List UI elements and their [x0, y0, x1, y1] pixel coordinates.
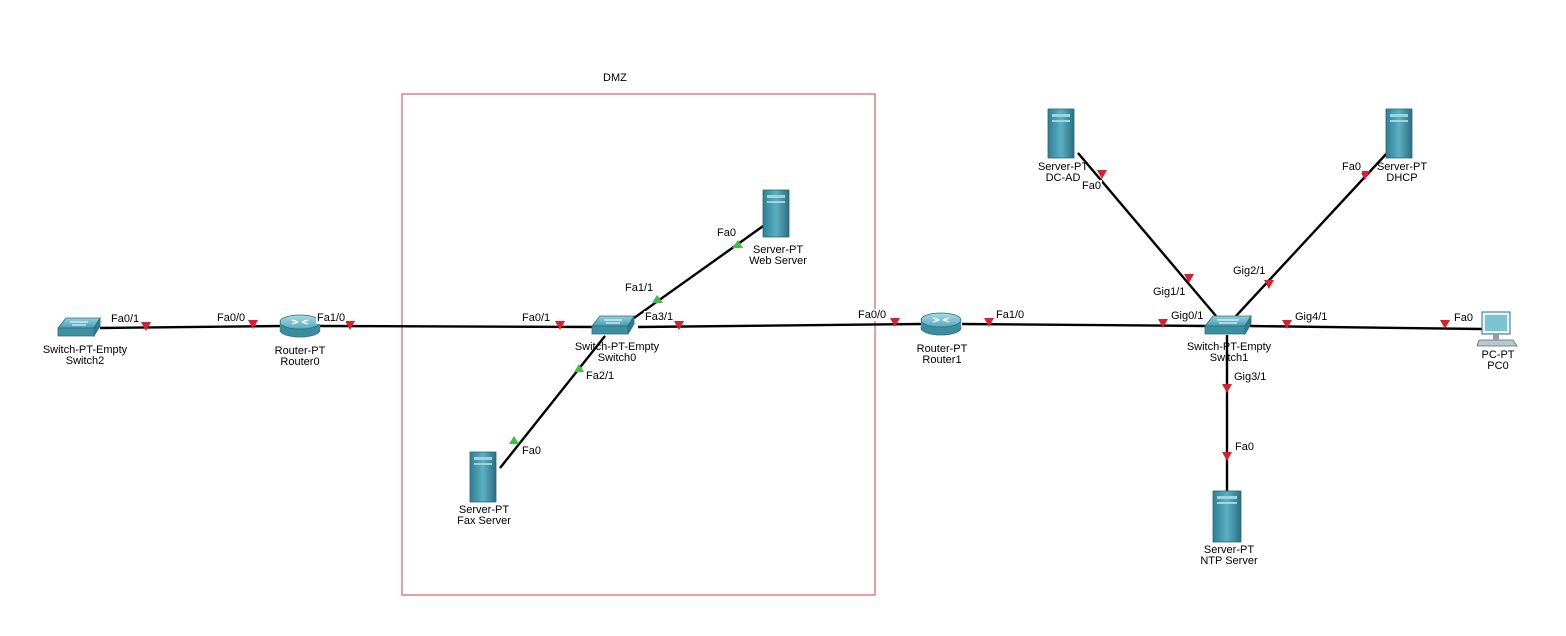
router-icon[interactable]	[920, 312, 962, 336]
port-down-indicator	[890, 318, 900, 327]
device-name: Switch0	[597, 352, 637, 364]
port-label: Gig2/1	[1232, 265, 1267, 277]
switch-icon[interactable]	[57, 316, 101, 338]
port-down-indicator	[1440, 320, 1450, 329]
device-name: DC-AD	[1045, 172, 1081, 184]
device-name: Web Server	[749, 255, 807, 267]
router-icon[interactable]	[279, 314, 321, 338]
port-indicators	[141, 170, 1450, 461]
link-switch1-dhcp[interactable]	[1235, 151, 1389, 317]
port-label: Fa0	[1341, 161, 1362, 173]
port-down-indicator	[345, 321, 355, 330]
device-name: Switch2	[65, 355, 105, 367]
port-label: Gig0/1	[1170, 310, 1205, 322]
port-down-indicator	[674, 321, 684, 330]
device-label-switch1[interactable]: Switch-PT-Empty Switch1	[1187, 342, 1271, 364]
server-icon[interactable]	[1212, 490, 1242, 543]
link-switch1-pc0[interactable]	[1249, 324, 1483, 331]
dmz-area-border[interactable]	[401, 93, 876, 596]
link-switch1-dcad[interactable]	[1077, 152, 1217, 317]
server-icon[interactable]	[1047, 108, 1075, 159]
server-icon[interactable]	[762, 189, 790, 238]
server-icon[interactable]	[1385, 108, 1413, 159]
switch-icon[interactable]	[1204, 314, 1252, 336]
pc-icon[interactable]	[1476, 311, 1518, 347]
device-type: Switch-PT-Empty	[574, 341, 660, 353]
device-type: Server-PT	[1037, 161, 1089, 173]
port-up-indicator	[652, 295, 663, 303]
port-down-indicator	[984, 318, 994, 327]
port-down-indicator	[248, 320, 258, 329]
device-type: Server-PT	[458, 504, 510, 516]
port-down-indicator	[1222, 384, 1232, 393]
device-name: DHCP	[1386, 172, 1418, 184]
device-label-dc-ad[interactable]: Server-PT DC-AD	[1038, 162, 1088, 184]
device-type: PC-PT	[1481, 349, 1515, 361]
device-type: Server-PT	[1376, 161, 1428, 173]
switch-icon[interactable]	[591, 314, 635, 336]
server-icon[interactable]	[469, 451, 497, 503]
port-label: Fa3/1	[644, 311, 675, 323]
link-router1-switch1[interactable]	[961, 322, 1208, 328]
port-down-indicator	[1264, 280, 1274, 289]
device-label-fax-server[interactable]: Server-PT Fax Server	[457, 505, 511, 527]
device-label-pc0[interactable]: PC-PT PC0	[1482, 350, 1515, 372]
dmz-area-label: DMZ	[603, 72, 627, 84]
device-label-switch0[interactable]: Switch-PT-Empty Switch0	[575, 342, 659, 364]
port-label: Fa1/1	[624, 282, 655, 294]
device-label-ntp-server[interactable]: Server-PT NTP Server	[1200, 545, 1257, 567]
device-name: Router1	[922, 354, 962, 366]
port-down-indicator	[1360, 171, 1370, 180]
port-up-indicator	[574, 364, 584, 372]
port-label: Fa0	[716, 227, 737, 239]
device-name: NTP Server	[1200, 555, 1258, 567]
port-label: Fa2/1	[585, 370, 616, 382]
port-label: Fa0/0	[857, 309, 888, 321]
port-label: Fa0/1	[110, 313, 141, 325]
port-down-indicator	[1097, 170, 1107, 179]
device-type: Router-PT	[274, 345, 326, 357]
link-switch0-webserver[interactable]	[633, 223, 767, 319]
port-label: Fa1/0	[316, 312, 347, 324]
port-down-indicator	[555, 321, 565, 330]
device-type: Switch-PT-Empty	[1186, 341, 1272, 353]
port-label: Fa1/0	[995, 309, 1026, 321]
port-label: Gig3/1	[1233, 371, 1268, 383]
port-up-indicator	[732, 240, 743, 248]
device-type: Switch-PT-Empty	[42, 344, 128, 356]
device-name: PC0	[1487, 360, 1509, 372]
port-label: Fa0	[521, 445, 542, 457]
link-switch2-router0[interactable]	[99, 324, 281, 330]
device-label-web-server[interactable]: Server-PT Web Server	[749, 245, 807, 267]
port-label: Fa0	[1234, 441, 1255, 453]
device-name: Fax Server	[457, 515, 511, 527]
link-switch0-faxserver[interactable]	[499, 335, 606, 469]
port-down-indicator	[1282, 320, 1292, 329]
device-type: Router-PT	[916, 343, 968, 355]
link-router0-switch0[interactable]	[319, 324, 597, 329]
port-down-indicator	[1222, 452, 1232, 461]
port-label: Fa0/0	[216, 312, 247, 324]
port-up-indicator	[509, 436, 519, 444]
device-name: Router0	[280, 356, 320, 368]
device-label-switch2[interactable]: Switch-PT-Empty Switch2	[43, 345, 127, 367]
port-down-indicator	[141, 322, 151, 331]
device-type: Server-PT	[1203, 544, 1255, 556]
port-label: Fa0	[1453, 312, 1474, 324]
port-label: Gig4/1	[1294, 311, 1329, 323]
link-switch0-router1[interactable]	[637, 322, 923, 329]
port-label: Fa0/1	[521, 312, 552, 324]
device-label-router0[interactable]: Router-PT Router0	[275, 346, 326, 368]
port-label: Gig1/1	[1152, 286, 1187, 298]
device-name: Switch1	[1209, 352, 1249, 364]
device-label-dhcp[interactable]: Server-PT DHCP	[1377, 162, 1427, 184]
device-label-router1[interactable]: Router-PT Router1	[917, 344, 968, 366]
port-down-indicator	[1158, 319, 1168, 328]
port-down-indicator	[1184, 274, 1194, 283]
device-type: Server-PT	[752, 244, 804, 256]
port-label: Fa0	[1081, 180, 1102, 192]
